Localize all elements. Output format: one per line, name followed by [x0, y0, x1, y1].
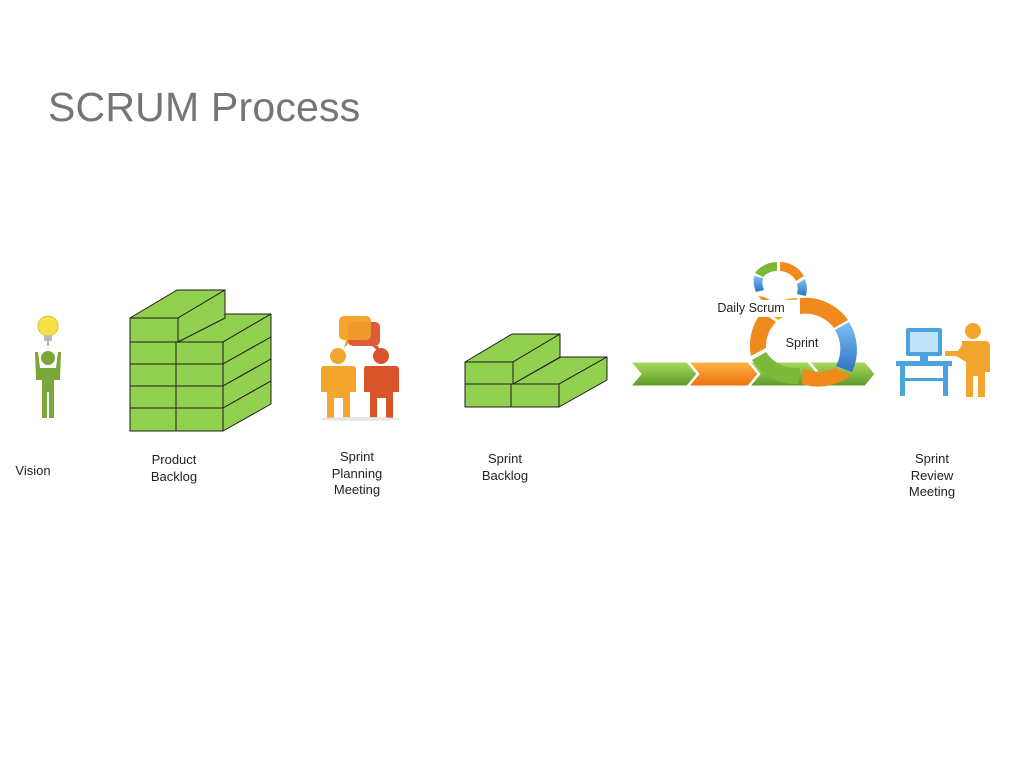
sprint-review-icon [896, 323, 990, 397]
product-backlog-stack [129, 289, 272, 432]
sprint-backlog-label: Sprint Backlog [481, 451, 529, 483]
sprint-planning-people-icon [320, 316, 400, 421]
speech-bubble-icon [339, 316, 382, 354]
vision-label: Vision [15, 463, 51, 478]
daily-scrum-cycle-icon [753, 262, 807, 304]
sprint-backlog-stack [464, 333, 608, 408]
sprint-review-label: Sprint Review Meeting [908, 451, 956, 499]
daily-scrum-label: Daily Scrum [705, 300, 797, 317]
page-title: SCRUM Process [48, 84, 361, 130]
sprint-label: Sprint [780, 334, 824, 352]
computer-desk-icon [896, 328, 952, 396]
vision-person-icon [35, 315, 61, 418]
lightbulb-icon [37, 315, 59, 346]
product-backlog-label: Product Backlog [150, 452, 198, 484]
sprint-planning-label: Sprint Planning Meeting [331, 449, 383, 497]
